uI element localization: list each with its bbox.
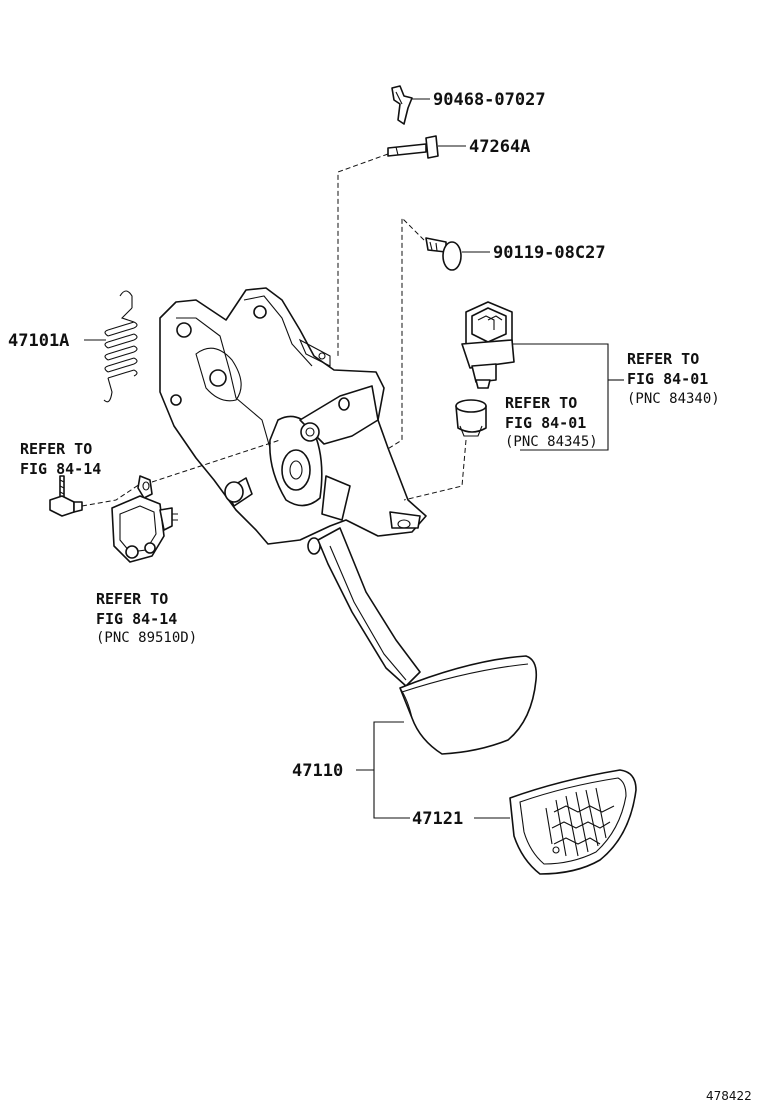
cushion-dashed-line bbox=[403, 439, 467, 501]
cushion-ref-pnc: (PNC 84345) bbox=[505, 434, 598, 450]
pin-part-number: 47264A bbox=[469, 137, 530, 157]
cushion-part bbox=[455, 399, 487, 437]
pedal-part-number: 47110 bbox=[292, 761, 343, 781]
spring-part-number: 47101A bbox=[8, 331, 69, 351]
sensor-ref-line1: REFER TO bbox=[96, 590, 168, 608]
bolt-ref-line2: FIG 84-14 bbox=[20, 460, 101, 478]
sensor-dashed-line bbox=[151, 439, 281, 483]
sensor-bolt-part bbox=[49, 475, 83, 517]
clip-part bbox=[391, 85, 413, 125]
pin-part bbox=[387, 135, 439, 159]
switch-ref-pnc: (PNC 84340) bbox=[627, 391, 720, 407]
stopper-dashed-line bbox=[385, 216, 425, 451]
pedal-bracket-leader bbox=[373, 721, 410, 819]
bolt-ref-line1: REFER TO bbox=[20, 440, 92, 458]
stroke-sensor-part bbox=[111, 475, 178, 563]
clip-part-number: 90468-07027 bbox=[433, 90, 546, 110]
return-spring-part bbox=[103, 290, 138, 403]
sensor-ref-pnc: (PNC 89510D) bbox=[96, 630, 197, 646]
switch-ref-line2: FIG 84-01 bbox=[627, 370, 708, 388]
sensor-ref-line2: FIG 84-14 bbox=[96, 610, 177, 628]
pin-dashed-line bbox=[337, 153, 389, 356]
stop-lamp-switch-part bbox=[461, 301, 515, 389]
illustration-id: 478422 bbox=[706, 1089, 752, 1103]
cushion-ref-line1: REFER TO bbox=[505, 394, 577, 412]
pedal-bracket-part bbox=[159, 287, 427, 687]
stopper-part bbox=[425, 237, 462, 271]
bolt-dashed-line bbox=[81, 483, 141, 507]
switch-leader bbox=[512, 343, 609, 451]
stopper-part-number: 90119-08C27 bbox=[493, 243, 606, 263]
cushion-ref-line2: FIG 84-01 bbox=[505, 414, 586, 432]
pad-part-number: 47121 bbox=[412, 809, 463, 829]
pedal-plate-part bbox=[399, 655, 538, 755]
switch-ref-line1: REFER TO bbox=[627, 350, 699, 368]
pedal-pad-part bbox=[509, 769, 637, 875]
